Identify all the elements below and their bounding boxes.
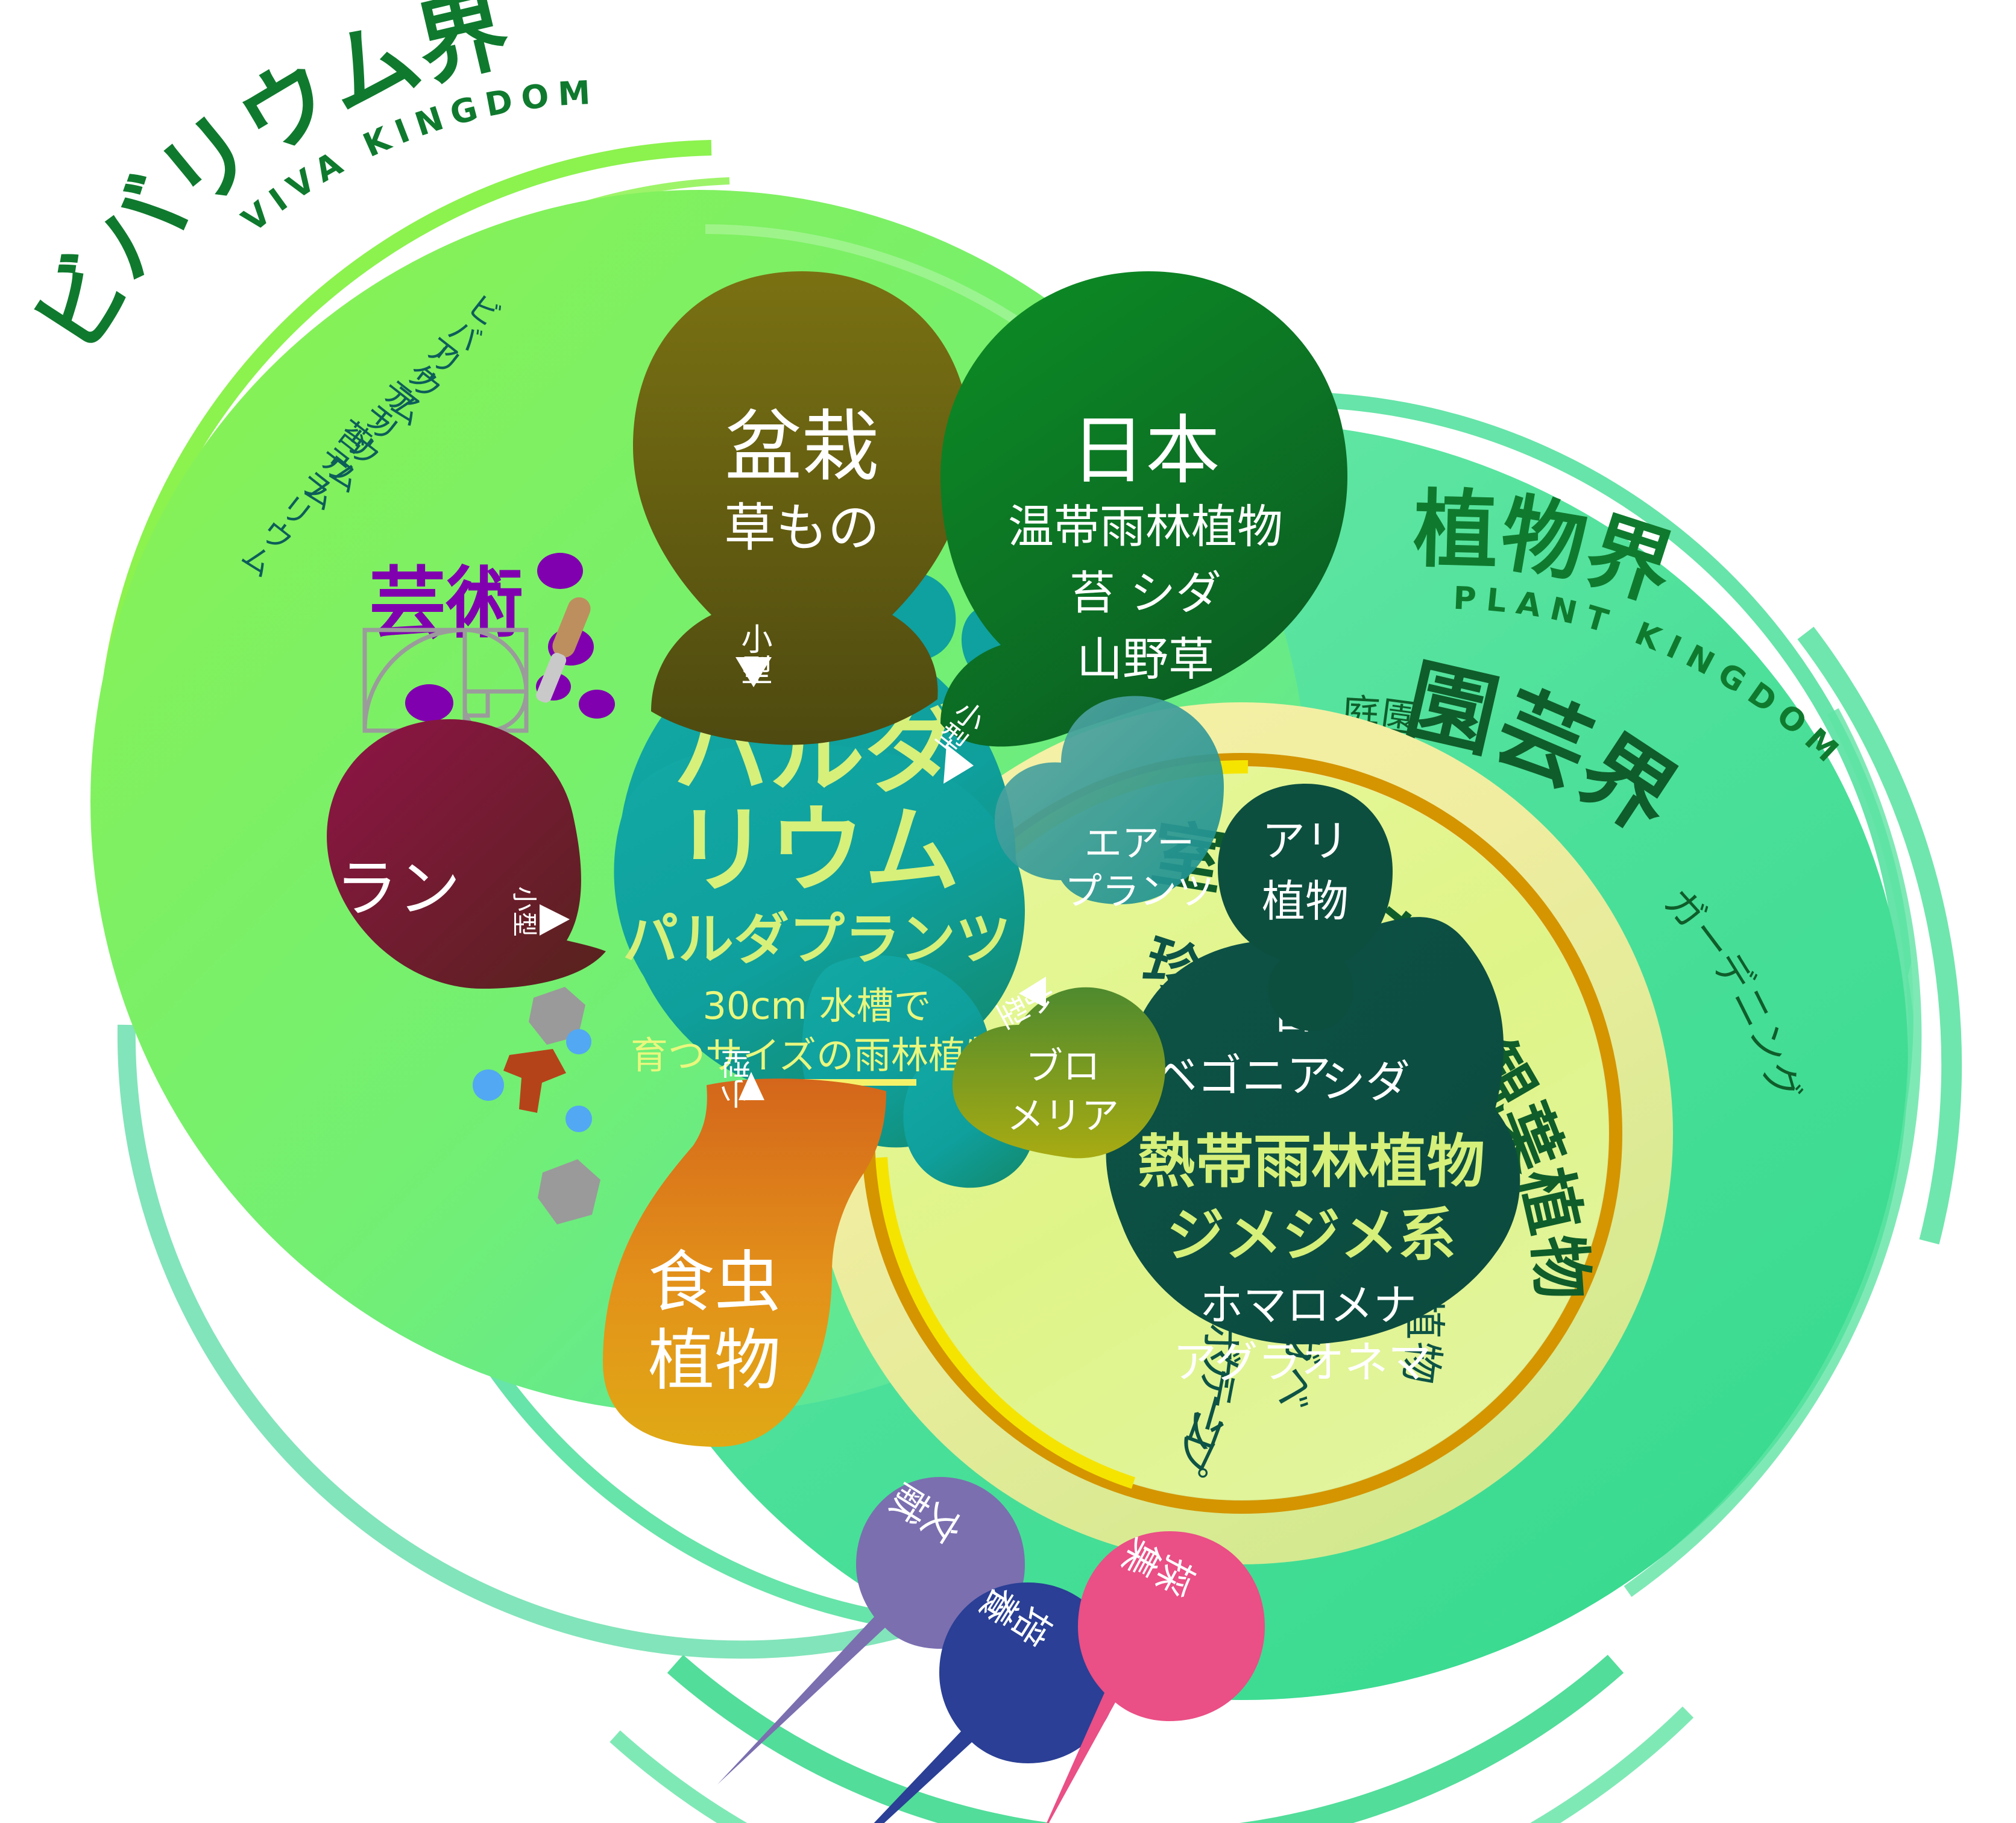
teardrop-literature[interactable]: 文献: [717, 1473, 1025, 1784]
water-drop-1: [566, 1029, 591, 1054]
art-label: 芸術: [369, 559, 523, 649]
japan-subtitle-3: 山野草: [1077, 632, 1214, 686]
carnivorous-title-2: 植物: [648, 1322, 781, 1399]
orchid-arrow-icon: [540, 904, 570, 936]
carnivorous-title-1: 食虫: [648, 1244, 781, 1321]
orchid-connector-text: 小型: [509, 886, 539, 937]
driftwood-icon: [503, 1049, 566, 1113]
tropical-item-1: ベゴニア: [1153, 1050, 1331, 1102]
plant-ring-sweep-3: [667, 1654, 1624, 1823]
node-bonsai[interactable]: 盆栽 草もの 小型: [633, 271, 971, 745]
bromeliad-title-1: ブロ: [1025, 1044, 1100, 1088]
bonsai-subtitle: 草もの: [724, 498, 880, 558]
brush-icon: [536, 597, 591, 703]
node-carnivorous[interactable]: 食虫 植物 小型: [603, 1049, 886, 1447]
tropical-arrow-icon: [1019, 977, 1046, 1008]
japan-subtitle-2: 苔 シダ: [1069, 566, 1221, 620]
japan-subtitle-1: 温帯雨林植物: [1008, 500, 1283, 553]
node-antplant[interactable]: アリ 植物: [1218, 784, 1393, 1031]
water-drop-0: [473, 1069, 504, 1101]
airplants-title-1: エアー: [1085, 821, 1194, 865]
orchid-title: ラン: [335, 852, 461, 925]
node-japan[interactable]: 日本 温帯雨林植物 苔 シダ 山野草 小型: [928, 271, 1347, 784]
paludarium-note-1: 30cm 水槽で: [702, 984, 931, 1028]
art-dot-0: [405, 684, 453, 722]
tropical-item-2: シダ: [1321, 1056, 1410, 1108]
bromeliad-title-2: メリア: [1007, 1094, 1119, 1138]
paludarium-title-line2: リウム: [674, 795, 960, 906]
antplant-title-2: 植物: [1262, 876, 1349, 927]
water-drop-2: [565, 1106, 592, 1132]
carnivorous-arrow-icon: [739, 1072, 764, 1100]
plant-ring-sweep-1: [1797, 626, 1962, 1245]
node-airplants[interactable]: エアー プランツ: [995, 696, 1224, 913]
antplant-title-1: アリ: [1262, 816, 1349, 866]
airplants-title-2: プランツ: [1065, 869, 1214, 913]
tropical-sub-1: ホマロメナ: [1200, 1280, 1417, 1330]
tropical-sub-2: アグラオネマ: [1173, 1337, 1431, 1388]
tropical-title-2: ジメジメ系: [1167, 1201, 1456, 1269]
rock-icons: [529, 987, 600, 1224]
tropical-title-1: 熱帯雨林植物: [1138, 1128, 1485, 1195]
paludarium-note-2: 育つサイズの雨林植物: [631, 1033, 1003, 1077]
bonsai-arrow-icon: [736, 657, 772, 687]
art-dot-1: [537, 553, 583, 589]
japan-arrow-icon: [943, 745, 974, 784]
japan-title: 日本: [1071, 408, 1220, 494]
paludarium-title-line3: パルダプランツ: [623, 907, 1011, 972]
viva-ring-sweep-3: [117, 1024, 907, 1659]
node-bromeliad[interactable]: ブロ メリア: [953, 987, 1165, 1159]
bonsai-title: 盆栽: [725, 402, 879, 492]
paludarium-note-underline: [796, 1079, 916, 1086]
yellow-accent-arc-2: [875, 1157, 1136, 1489]
plant-ring-sweep-2: [1624, 708, 1922, 1597]
teardrop-collecting[interactable]: 採集: [1037, 1528, 1265, 1823]
node-orchid[interactable]: ラン 小型: [327, 719, 606, 989]
orchid-connector-label: 小型: [509, 886, 539, 937]
art-dot-4: [579, 690, 615, 719]
